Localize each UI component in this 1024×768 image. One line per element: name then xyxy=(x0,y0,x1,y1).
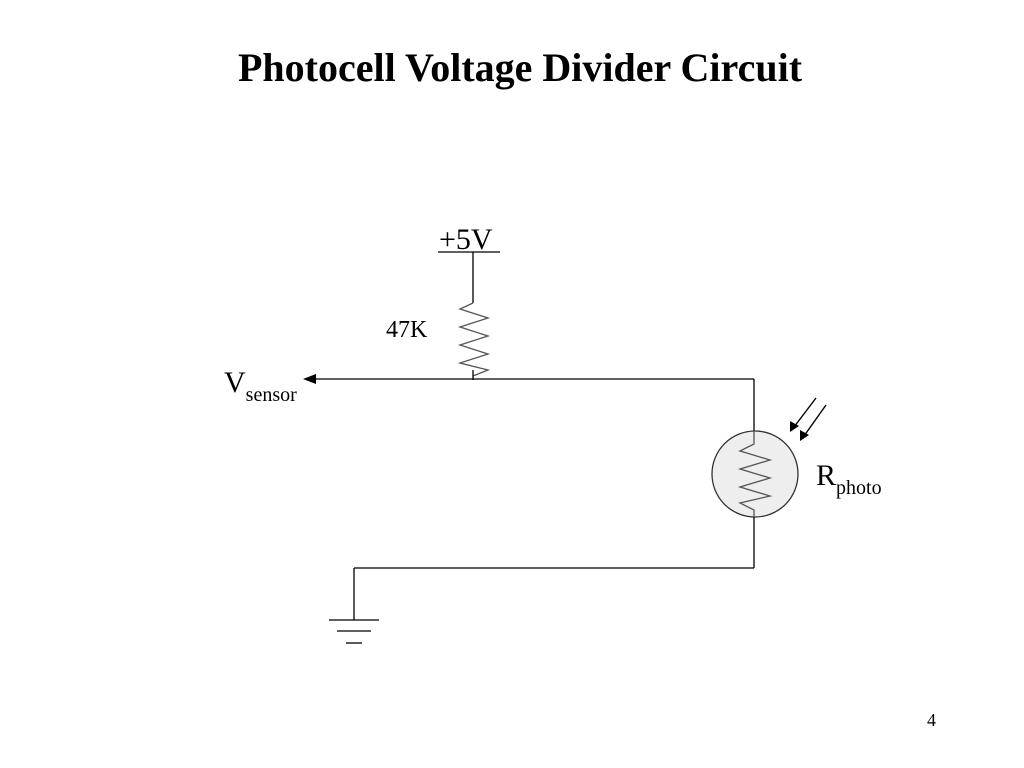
resistor-icon xyxy=(457,302,491,377)
output-label: Vsensor xyxy=(224,366,297,406)
ground-icon xyxy=(329,619,379,644)
page-number: 4 xyxy=(927,710,936,730)
supply-label: +5V xyxy=(439,223,493,256)
output-label-sub: sensor xyxy=(245,384,297,406)
output-label-main: V xyxy=(224,366,246,399)
slide-title: Photocell Voltage Divider Circuit xyxy=(237,45,803,90)
photoresistor-zigzag xyxy=(737,431,773,517)
resistor-label: 47K xyxy=(386,317,428,343)
photoresistor-label-main: R xyxy=(816,459,837,492)
light-arrows-icon xyxy=(790,397,827,441)
photoresistor-label-sub: photo xyxy=(836,477,882,499)
arrow-left-icon xyxy=(303,374,316,384)
photoresistor-label: Rphoto xyxy=(816,459,882,499)
